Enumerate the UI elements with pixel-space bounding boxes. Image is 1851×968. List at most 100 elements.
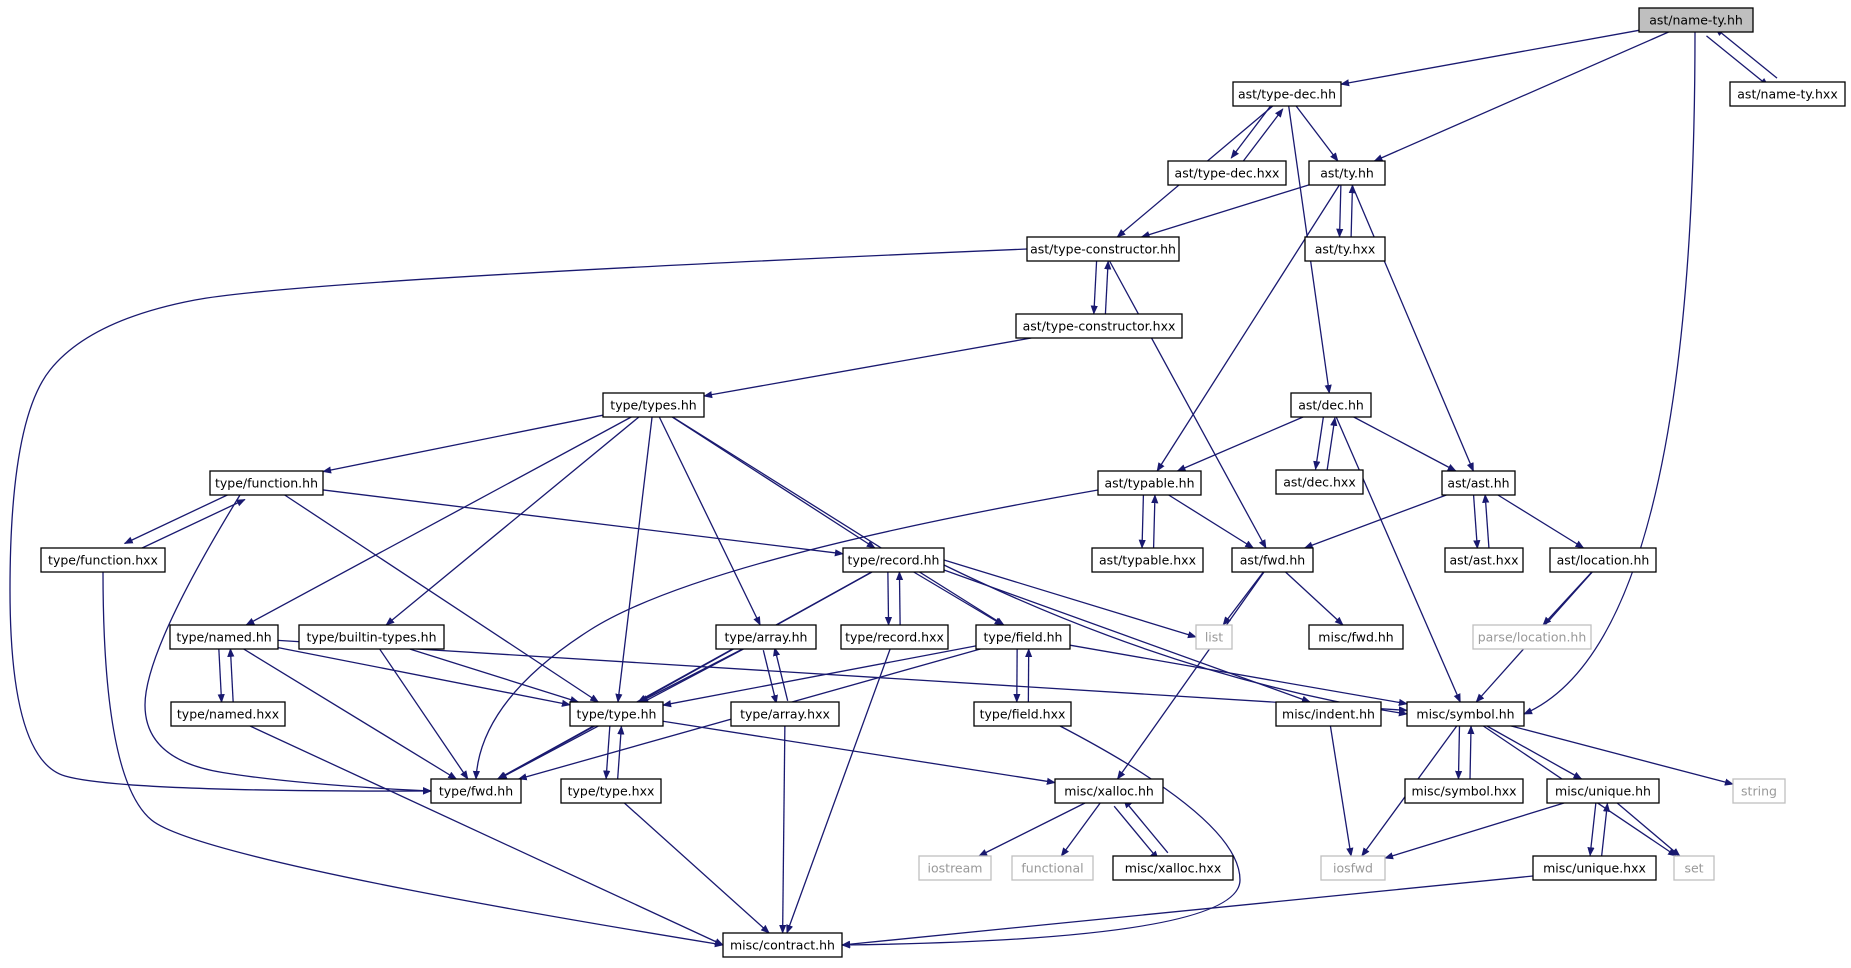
graph-node-type-constructor-hh[interactable]: ast/type-constructor.hh [1026,236,1180,262]
node-label: type/function.hh [215,476,318,491]
node-label: type/named.hxx [177,707,279,722]
node-box [1091,547,1204,573]
dependency-edge-dec-hxx-to-dec-hh [1326,416,1338,471]
node-box [1308,624,1404,650]
graph-node-xalloc-hh[interactable]: misc/xalloc.hh [1054,778,1164,804]
dependency-edge-builtin-types-hh-to-type-type-hh [409,648,580,704]
graph-node-function-hxx[interactable]: type/function.hxx [40,547,166,573]
node-label: iostream [928,861,983,876]
graph-node-function-hh[interactable]: type/function.hh [209,470,324,496]
dependency-edge-named-hh-to-symbol-hh [277,639,1408,714]
graph-node-type-type-hxx[interactable]: type/type.hxx [560,778,662,804]
graph-node-symbol-hxx[interactable]: misc/symbol.hxx [1404,778,1524,804]
node-box [169,624,279,650]
graph-node-array-hxx[interactable]: type/array.hxx [730,701,840,727]
dependency-edge-typable-hxx-to-typable-hh [1151,494,1159,549]
graph-node-unique-hxx[interactable]: misc/unique.hxx [1532,855,1657,881]
graph-node-ast-hh[interactable]: ast/ast.hh [1441,470,1516,496]
dependency-edge-record-hh-to-indent-hh [943,569,1311,703]
graph-node-ast-ty-hh[interactable]: ast/ty.hh [1308,160,1386,186]
dependency-edge-record-hh-to-field-hh [913,571,1004,626]
dependency-edge-symbol-hh-to-symbol-hxx [1455,725,1463,780]
nodes-layer: ast/name-ty.hh ast/name-ty.hxx ast/type-de… [40,7,1846,958]
graph-node-field-hxx[interactable]: type/field.hxx [973,701,1072,727]
node-label: misc/unique.hh [1555,784,1651,799]
graph-node-string: string [1732,778,1786,804]
node-label: ast/typable.hh [1104,476,1194,491]
graph-node-record-hh[interactable]: type/record.hh [842,547,945,573]
dependency-edge-type-type-hh-to-type-type-hxx [603,725,611,780]
graph-node-dec-hh[interactable]: ast/dec.hh [1290,392,1372,418]
dependency-edge-function-hh-to-function-hxx [123,489,238,545]
dependency-edge-types-hh-to-field-hh [672,416,1005,626]
graph-node-named-hh[interactable]: type/named.hh [169,624,279,650]
graph-node-ast-hxx[interactable]: ast/ast.hxx [1444,547,1524,573]
node-label: misc/symbol.hh [1416,707,1514,722]
dependency-edge-ast-fwd-hh-to-misc-fwd-hh [1285,571,1344,626]
graph-node-types-hh[interactable]: type/types.hh [602,392,705,418]
node-label: misc/symbol.hxx [1411,784,1516,799]
dependency-edge-ast-ty-hxx-to-ast-ty-hh [1348,184,1356,238]
node-label: ast/type-dec.hh [1238,87,1336,102]
graph-node-type-dec-hh[interactable]: ast/type-dec.hh [1232,81,1342,107]
node-box [1015,313,1183,339]
dependency-edge-type-type-hxx-to-type-type-hh [616,725,625,780]
graph-node-contract-hh[interactable]: misc/contract.hh [722,932,843,958]
dependency-edge-ast-hh-to-ast-fwd-hh [1303,494,1447,549]
node-label: ast/name-ty.hxx [1737,87,1837,102]
dependency-edge-types-hh-to-function-hh [322,414,604,474]
dependency-edge-unique-hh-to-iosfwd [1384,802,1565,860]
node-box [918,855,992,881]
node-box [842,547,945,573]
graph-node-iosfwd: iosfwd [1320,855,1386,881]
graph-node-name-ty-hh[interactable]: ast/name-ty.hh [1638,7,1754,33]
node-box [1026,236,1180,262]
graph-node-type-type-hh[interactable]: type/type.hh [569,701,664,727]
node-label: ast/type-constructor.hxx [1023,319,1176,334]
node-label: iosfwd [1333,861,1373,876]
graph-node-typable-hxx[interactable]: ast/typable.hxx [1091,547,1204,573]
dependency-edge-function-hh-to-type-type-hh [284,494,600,703]
graph-node-dec-hxx[interactable]: ast/dec.hxx [1275,469,1364,495]
node-box [1549,547,1657,573]
node-label: type/type.hh [577,707,657,722]
node-label: type/array.hh [725,630,808,645]
dependency-edge-ast-ty-hh-to-ast-hh [1351,184,1475,472]
graph-node-set: set [1673,855,1715,881]
node-label: ast/ast.hxx [1449,553,1518,568]
node-label: misc/indent.hh [1282,707,1375,722]
graph-node-type-dec-hxx[interactable]: ast/type-dec.hxx [1167,160,1287,186]
dependency-edge-ast-hh-to-location-hh [1497,494,1585,549]
graph-node-indent-hh[interactable]: misc/indent.hh [1275,701,1382,727]
dependency-edge-record-hxx-to-record-hh [895,571,904,625]
graph-node-record-hxx[interactable]: type/record.hxx [840,624,949,650]
graph-node-name-ty-hxx[interactable]: ast/name-ty.hxx [1729,81,1846,107]
node-label: string [1741,784,1777,799]
graph-node-ast-fwd-hh[interactable]: ast/fwd.hh [1231,547,1314,573]
graph-node-typable-hh[interactable]: ast/typable.hh [1097,470,1202,496]
graph-node-type-fwd-hh[interactable]: type/fwd.hh [430,778,522,804]
dependency-edge-unique-hxx-to-contract-hh [841,875,1534,948]
graph-node-type-constructor-hxx[interactable]: ast/type-constructor.hxx [1015,313,1183,339]
graph-node-named-hxx[interactable]: type/named.hxx [170,701,286,727]
graph-node-location-hh[interactable]: ast/location.hh [1549,547,1657,573]
dependency-edge-xalloc-hxx-to-xalloc-hh [1123,799,1169,854]
graph-node-field-hh[interactable]: type/field.hh [975,624,1071,650]
graph-node-builtin-types-hh[interactable]: type/builtin-types.hh [298,624,445,650]
dependency-edge-type-dec-hh-to-ast-ty-hh [1295,105,1339,162]
graph-node-array-hh[interactable]: type/array.hh [715,624,817,650]
node-box [170,701,286,727]
dependency-edge-symbol-hh-to-string [1511,725,1734,786]
graph-node-xalloc-hxx[interactable]: misc/xalloc.hxx [1112,855,1234,881]
graph-node-misc-fwd-hh[interactable]: misc/fwd.hh [1308,624,1404,650]
graph-node-symbol-hh[interactable]: misc/symbol.hh [1406,701,1525,727]
node-label: ast/location.hh [1557,553,1650,568]
graph-node-ast-ty-hxx[interactable]: ast/ty.hxx [1304,236,1386,262]
dependency-edge-function-hxx-to-contract-hh [102,571,724,948]
dependency-edge-unique-hh-to-unique-hxx [1587,802,1597,857]
edges-layer [9,27,1778,949]
dependency-edge-record-hxx-to-contract-hh [786,648,891,934]
graph-node-unique-hh[interactable]: misc/unique.hh [1546,778,1660,804]
node-label: ast/dec.hh [1298,398,1364,413]
node-box [1441,470,1516,496]
